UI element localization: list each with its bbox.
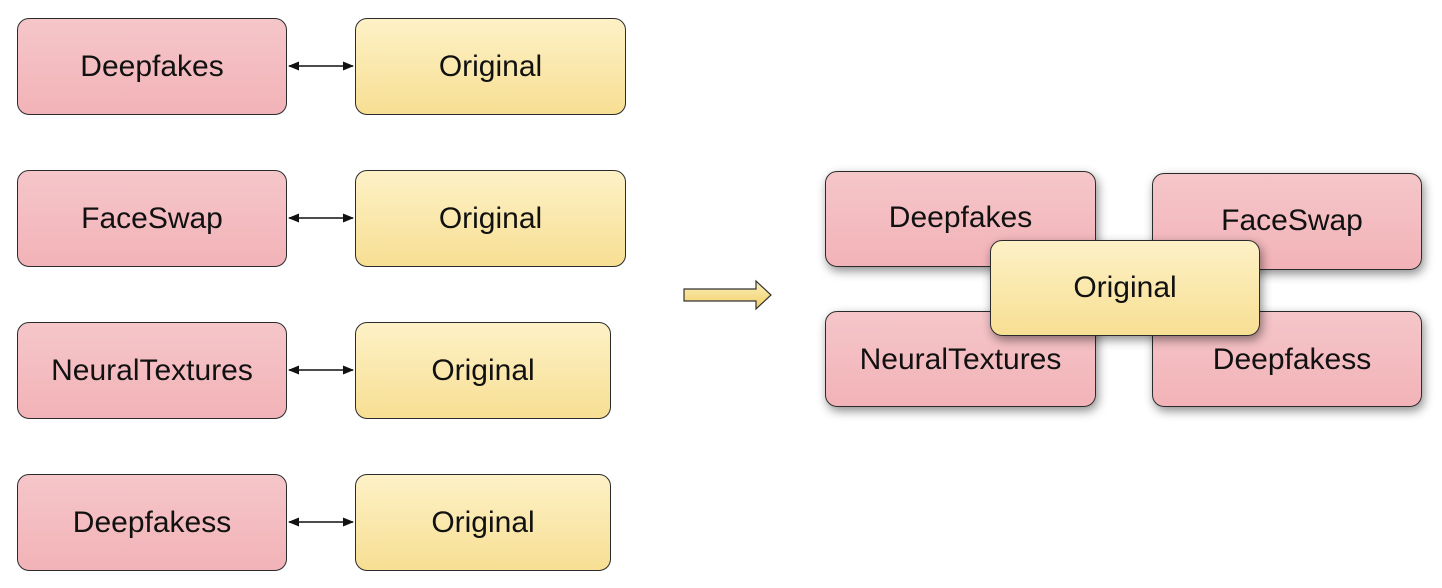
fake-label: NeuralTextures — [51, 353, 253, 387]
fake-box-neuraltextures: NeuralTextures — [17, 322, 287, 419]
original-box: Original — [355, 170, 626, 267]
fake-box-deepfakess: Deepfakess — [17, 474, 287, 571]
fake-label: FaceSwap — [81, 201, 223, 235]
group-fake-label: Deepfakes — [888, 201, 1033, 234]
original-label: Original — [431, 353, 535, 387]
original-box: Original — [355, 18, 626, 115]
original-label: Original — [438, 49, 543, 83]
fake-label: Deepfakes — [80, 49, 224, 83]
original-label: Original — [438, 201, 543, 235]
group-original-box: Original — [990, 240, 1260, 336]
fake-box-deepfakes: Deepfakes — [17, 18, 287, 115]
group-fake-label: FaceSwap — [1221, 203, 1363, 237]
group-fake-label: NeuralTextures — [859, 343, 1062, 376]
group-fake-label: Deepfakess — [1212, 343, 1372, 376]
original-box: Original — [355, 474, 611, 571]
original-label: Original — [431, 505, 535, 539]
original-box: Original — [355, 322, 611, 419]
group-original-label: Original — [1073, 271, 1177, 304]
fake-box-faceswap: FaceSwap — [17, 170, 287, 267]
fake-label: Deepfakess — [72, 505, 232, 539]
transition-arrow-icon — [683, 279, 772, 311]
